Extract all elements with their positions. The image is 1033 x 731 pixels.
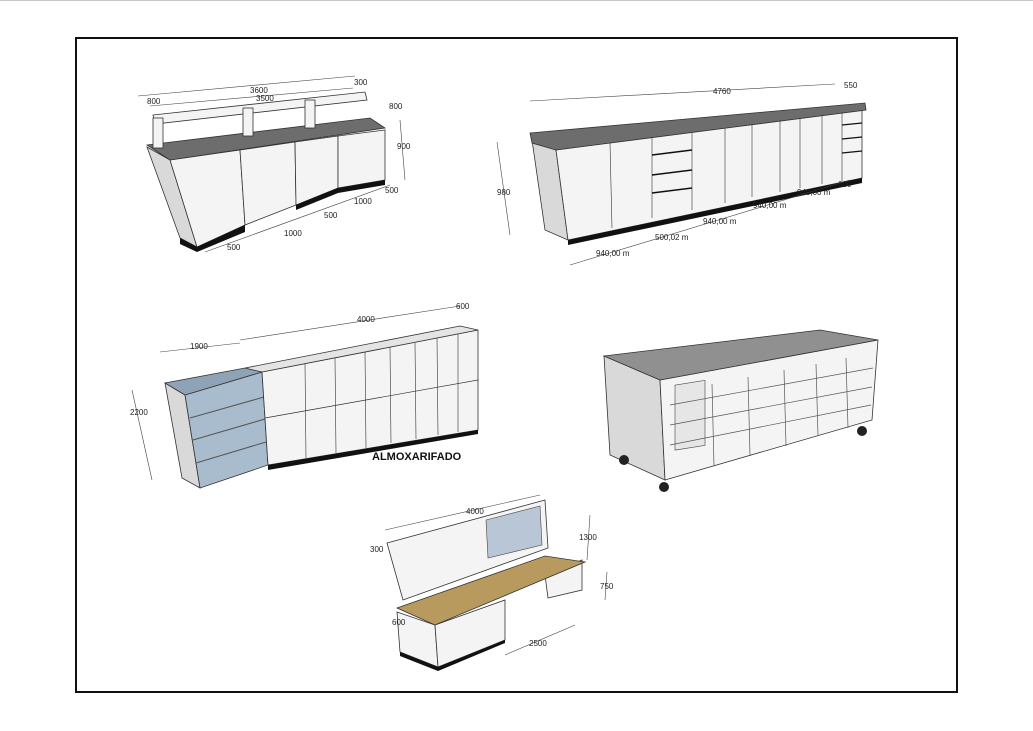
cart-top bbox=[602, 329, 879, 381]
dim-label: 500 bbox=[227, 243, 241, 252]
cabinet-plinth bbox=[568, 178, 862, 245]
dim-label: 4000 bbox=[357, 315, 375, 324]
cart-bins bbox=[674, 379, 706, 451]
bench-shelf-post bbox=[152, 117, 164, 149]
dim-label: 300 bbox=[370, 545, 384, 554]
long-cabinet-drawing: 4760 550 980 940,00 m 500,02 m 940,00 m … bbox=[496, 81, 867, 266]
dim-label: 500 bbox=[385, 186, 399, 195]
dim-label: 940,00 m bbox=[753, 201, 787, 210]
dim-label: 600 bbox=[392, 618, 406, 627]
locker-top bbox=[244, 325, 479, 373]
dim-label: 500,02 m bbox=[655, 233, 689, 242]
dim-label: 980 bbox=[497, 188, 511, 197]
dim-label: 1900 bbox=[190, 342, 208, 351]
dim-label: 800 bbox=[147, 97, 161, 106]
dim-label: 2500 bbox=[529, 639, 547, 648]
dim-label: 1000 bbox=[284, 229, 302, 238]
dim-label: 500 bbox=[324, 211, 338, 220]
dim-label: 600 bbox=[838, 180, 852, 189]
wheel-icon bbox=[619, 455, 629, 465]
bench-shelf-post bbox=[304, 99, 316, 129]
desk-top bbox=[395, 555, 587, 626]
dim-label: 1300 bbox=[579, 533, 597, 542]
dim-label: 3600 bbox=[250, 86, 268, 95]
bench-plinth bbox=[296, 180, 385, 210]
bench-countertop bbox=[145, 117, 387, 161]
drawing-frame bbox=[75, 37, 958, 693]
dim-label: 3500 bbox=[256, 94, 274, 103]
dim-label: 550 bbox=[844, 81, 858, 90]
dim-label: 300 bbox=[354, 78, 368, 87]
dim-label: 4760 bbox=[713, 87, 731, 96]
top-divider bbox=[0, 0, 1033, 1]
dim-label: 800 bbox=[389, 102, 403, 111]
bench-shelf-post bbox=[242, 107, 254, 137]
dim-label: 940,00 m bbox=[596, 249, 630, 258]
locker-plinth bbox=[268, 430, 478, 470]
bench-mid-cabinet bbox=[239, 141, 297, 226]
hutch-glass bbox=[485, 505, 543, 559]
storage-drawing: 1900 4000 600 2200 ALMOXARIFADO bbox=[130, 302, 479, 489]
cabinet-top bbox=[529, 102, 867, 151]
wheel-icon bbox=[857, 426, 867, 436]
dim-label: 750 bbox=[600, 582, 614, 591]
dim-label: 600 bbox=[456, 302, 470, 311]
wheel-icon bbox=[659, 482, 669, 492]
desk-plinth bbox=[400, 640, 505, 671]
bench-right-cabinet bbox=[337, 129, 386, 189]
dim-label: 940,00 m bbox=[797, 188, 831, 197]
bin-cart-drawing bbox=[602, 329, 879, 492]
storage-title: ALMOXARIFADO bbox=[372, 451, 462, 463]
dim-label: 2200 bbox=[130, 408, 148, 417]
dim-label: 900 bbox=[397, 142, 411, 151]
lab-bench-drawing: 3600 3500 300 800 800 900 500 1000 500 1… bbox=[137, 75, 411, 253]
dim-label: 1000 bbox=[354, 197, 372, 206]
dim-label: 4000 bbox=[466, 507, 484, 516]
dim-label: 940,00 m bbox=[703, 217, 737, 226]
workbench-drawing: 4000 300 1300 750 600 2500 bbox=[370, 494, 614, 671]
